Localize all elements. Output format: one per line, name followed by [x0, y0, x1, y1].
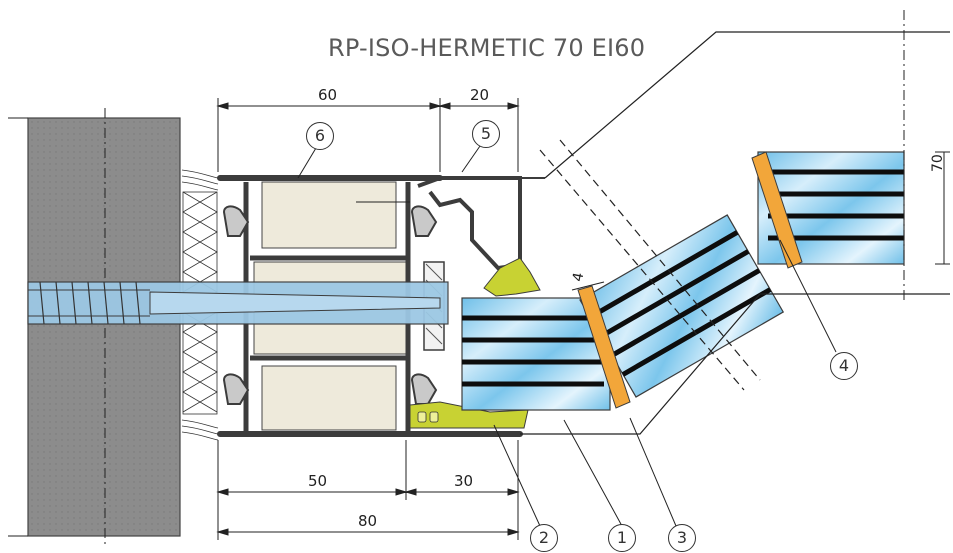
callout-2: 2 — [530, 524, 558, 552]
leader-lines — [297, 145, 837, 527]
callout-3: 3 — [668, 524, 696, 552]
insulation-block-top — [261, 181, 397, 249]
dim-bottom-gap: 30 — [454, 472, 474, 490]
drawing-title: RP-ISO-HERMETIC 70 EI60 — [328, 34, 646, 62]
glass-pane-section-3 — [757, 151, 905, 265]
dim-top-frame: 60 — [318, 86, 338, 104]
outline-contour — [520, 31, 950, 435]
gasket-hole-1 — [417, 411, 427, 423]
break-lines — [539, 139, 761, 391]
dim-bottom-total: 80 — [358, 512, 378, 530]
callout-4: 4 — [830, 352, 858, 380]
insulation-block-bottom — [261, 365, 397, 431]
gasket-hole-2 — [429, 411, 439, 423]
spacer-joint-left — [577, 285, 631, 409]
glazing-bead-profile — [417, 176, 522, 271]
anchor-bolt — [27, 281, 449, 325]
callout-1: 1 — [608, 524, 636, 552]
glass-pane-section-1 — [461, 297, 611, 411]
dim-bottom-inner: 50 — [308, 472, 328, 490]
callout-6: 6 — [306, 122, 334, 150]
masonry-wall — [27, 117, 181, 537]
spacer-joint-right — [751, 151, 803, 269]
gasket-top — [483, 257, 541, 297]
dimension-lines — [216, 98, 950, 540]
callout-5: 5 — [472, 120, 500, 148]
dim-top-gap: 20 — [470, 86, 490, 104]
dim-glass-thickness: 70 — [930, 154, 946, 172]
